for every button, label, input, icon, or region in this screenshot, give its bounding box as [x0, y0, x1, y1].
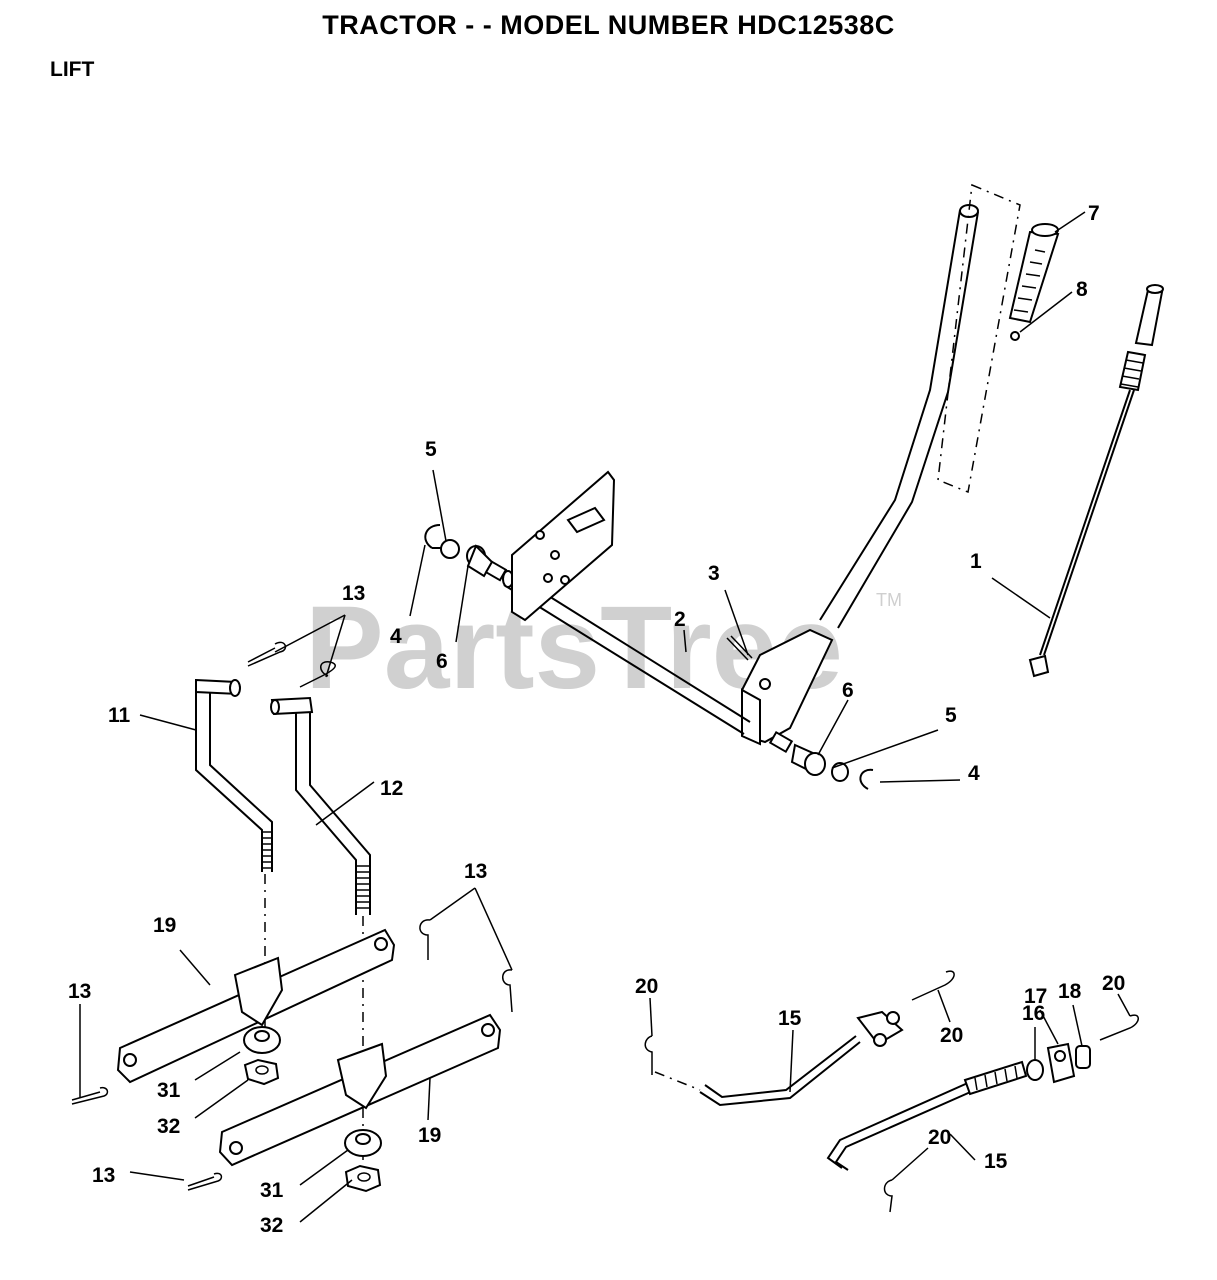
watermark-trademark: TM — [876, 590, 902, 610]
callout-15-lower: 15 — [984, 1150, 1008, 1173]
left-hardware — [424, 524, 508, 582]
page-title: TRACTOR - - MODEL NUMBER HDC12538C — [322, 10, 895, 40]
callout-7: 7 — [1088, 202, 1100, 225]
lift-arm-upper — [116, 928, 396, 1084]
callout-6-left: 6 — [436, 650, 448, 673]
callout-2: 2 — [674, 608, 686, 631]
callout-18: 18 — [1058, 980, 1082, 1003]
callout-17: 17 — [1024, 985, 1047, 1008]
callout-32-upper: 32 — [157, 1115, 180, 1138]
callout-5-left: 5 — [425, 438, 437, 461]
callout-20-left: 20 — [635, 975, 658, 998]
callout-8: 8 — [1076, 278, 1088, 301]
callout-31-lower: 31 — [260, 1179, 284, 1202]
callout-19-upper: 19 — [153, 914, 176, 937]
callout-13-upper: 13 — [342, 582, 365, 605]
callout-4-left: 4 — [390, 625, 402, 648]
trunnion-hardware — [1026, 1014, 1139, 1084]
rod-upper-centerline — [654, 1071, 701, 1091]
lift-link-left — [195, 678, 273, 872]
lift-lever — [740, 204, 979, 746]
callout-5-right: 5 — [945, 704, 957, 727]
callout-1: 1 — [970, 550, 982, 573]
lift-link-right — [270, 696, 371, 915]
cable-rod — [1028, 284, 1164, 678]
callout-19-lower: 19 — [418, 1124, 441, 1147]
deck-rod-lower — [826, 1060, 1028, 1171]
mounting-plate — [511, 470, 616, 622]
callout-13-middle: 13 — [464, 860, 487, 883]
callout-4-right: 4 — [968, 762, 980, 785]
callout-13-bottom: 13 — [92, 1164, 115, 1187]
callout-13-left: 13 — [68, 980, 91, 1003]
callout-20-right: 20 — [1102, 972, 1125, 995]
callout-15-upper: 15 — [778, 1007, 802, 1030]
callout-labels: 1 2 3 4 4 5 5 6 6 7 8 11 12 13 13 13 13 … — [68, 202, 1125, 1237]
washer-nut-lower — [344, 1129, 382, 1193]
hair-pin-lower — [883, 1179, 893, 1213]
lower-clips — [71, 919, 513, 1191]
callout-20-bottom: 20 — [928, 1126, 951, 1149]
callout-20-middle: 20 — [940, 1024, 963, 1047]
washer-nut-upper — [243, 1026, 281, 1086]
hair-pin-upper-left — [644, 1035, 653, 1075]
leader-lines — [79, 211, 1131, 1223]
grip — [1008, 223, 1060, 324]
callout-31-upper: 31 — [157, 1079, 181, 1102]
lift-arm-lower — [218, 1013, 502, 1167]
callout-16: 16 — [1022, 1002, 1045, 1025]
callout-12: 12 — [380, 777, 403, 800]
callout-32-lower: 32 — [260, 1214, 283, 1237]
grip-pin — [1010, 331, 1020, 341]
callout-3: 3 — [708, 562, 720, 585]
hair-pin-upper-right — [911, 970, 955, 1001]
deck-rod-upper — [699, 1010, 904, 1107]
right-hardware — [768, 730, 874, 790]
callout-6-right: 6 — [842, 679, 854, 702]
callout-11: 11 — [108, 704, 131, 727]
handle-ghost-outline — [937, 183, 1021, 494]
section-label: LIFT — [50, 58, 95, 81]
